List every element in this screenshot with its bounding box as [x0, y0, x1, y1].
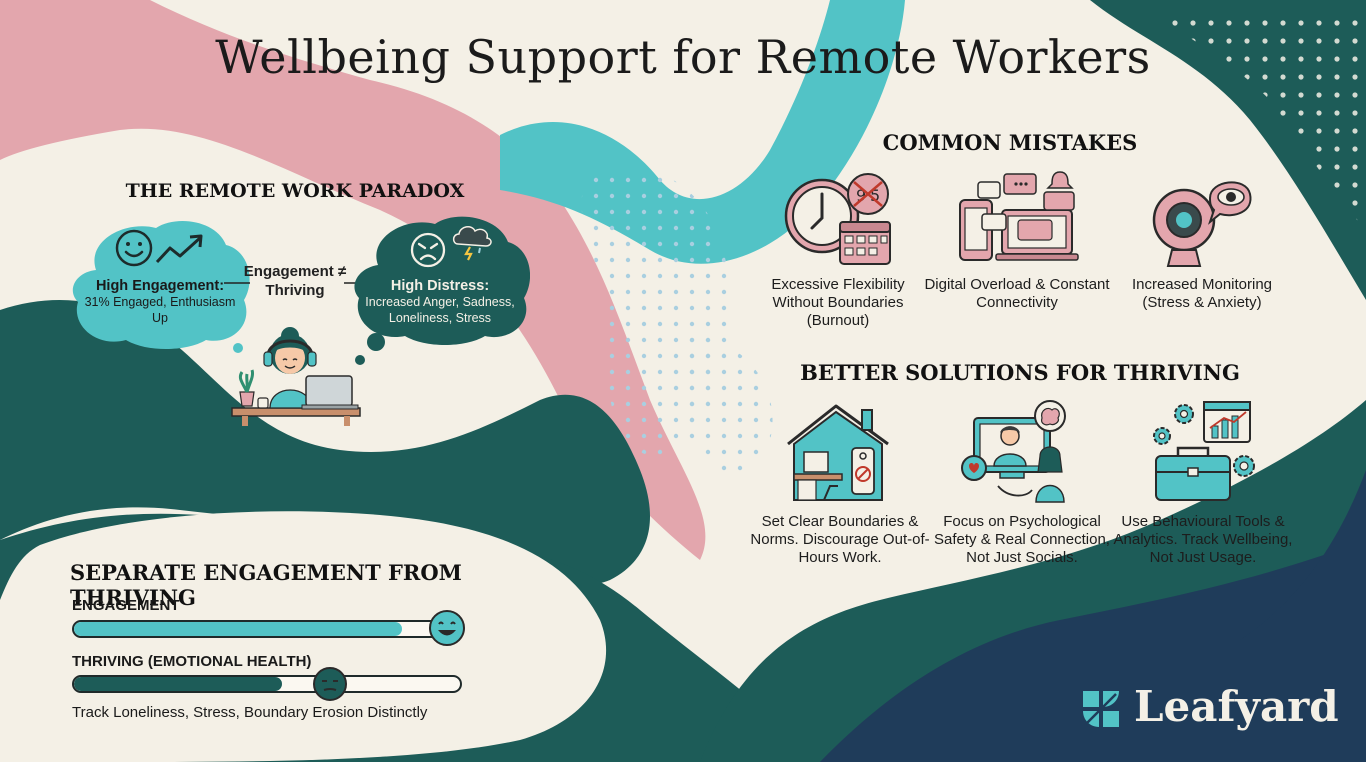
solutions-heading: BETTER SOLUTIONS FOR THRIVING [800, 360, 1240, 385]
separate-heading: SEPARATE ENGAGEMENT FROM THRIVING [70, 560, 462, 610]
engagement-bar-label: ENGAGEMENT [72, 597, 180, 614]
engagement-cloud-text: High Engagement: 31% Engaged, Enthusiasm… [78, 278, 242, 326]
smiley-icon [115, 229, 153, 267]
neutral-face-icon [313, 667, 347, 701]
brand-name: Leafyard [1134, 682, 1339, 731]
video-connection-icon [961, 400, 1066, 503]
engagement-cloud-lines: 31% Engaged, Enthusiasm Up [84, 295, 236, 325]
solution-caption-3: Use Behavioural Tools & Analytics. Track… [1113, 513, 1293, 566]
paradox-heading: THE REMOTE WORK PARADOX [125, 180, 465, 202]
distress-cloud-title: High Distress: [390, 278, 490, 294]
mistakes-heading: COMMON MISTAKES [882, 130, 1138, 155]
distressed-face-icon [410, 232, 446, 268]
thriving-bar-fill [74, 677, 283, 691]
distress-cloud-text: High Distress: Increased Anger, Sadness,… [356, 278, 524, 326]
page-title: Wellbeing Support for Remote Workers [215, 30, 1151, 84]
webcam-eye-icon [1152, 181, 1252, 267]
distress-cloud [354, 216, 530, 345]
home-office-icon [787, 404, 889, 501]
engagement-bar-fill [74, 622, 403, 636]
trend-up-arrow-icon [155, 234, 203, 264]
svg-text:5: 5 [870, 186, 880, 205]
storm-cloud-icon [452, 226, 492, 261]
mistake-caption-3: Increased Monitoring (Stress & Anxiety) [1131, 276, 1273, 311]
engagement-not-thriving-label: Engagement ≠ Thriving [243, 263, 347, 299]
mistake-caption-1: Excessive Flexibility Without Boundaries… [771, 276, 905, 329]
svg-text:9: 9 [856, 186, 866, 205]
solution-caption-2: Focus on Psychological Safety & Real Con… [934, 513, 1110, 566]
solution-caption-1: Set Clear Boundaries & Norms. Discourage… [750, 513, 930, 566]
devices-notifications-icon [959, 171, 1079, 261]
engagement-cloud-title: High Engagement: [95, 278, 225, 294]
happy-face-icon [429, 610, 465, 646]
thought-bubble-dots-left [213, 321, 243, 353]
leaf-logo-icon [1083, 691, 1119, 727]
brand-logo: Leafyard [1080, 682, 1340, 736]
engagement-bar [72, 620, 462, 638]
clock-calendar-icon: 9 5 [784, 173, 891, 265]
thought-bubble-dots-right [355, 333, 385, 365]
mistake-caption-2: Digital Overload & Constant Connectivity [924, 276, 1110, 311]
remote-worker-illustration [231, 327, 361, 426]
track-distinctly-note: Track Loneliness, Stress, Boundary Erosi… [72, 704, 428, 721]
toolkit-analytics-icon [1153, 401, 1255, 501]
thriving-bar [72, 675, 462, 693]
thriving-bar-label: THRIVING (EMOTIONAL HEALTH) [72, 653, 312, 670]
distress-cloud-lines: Increased Anger, Sadness, Loneliness, St… [365, 295, 515, 325]
